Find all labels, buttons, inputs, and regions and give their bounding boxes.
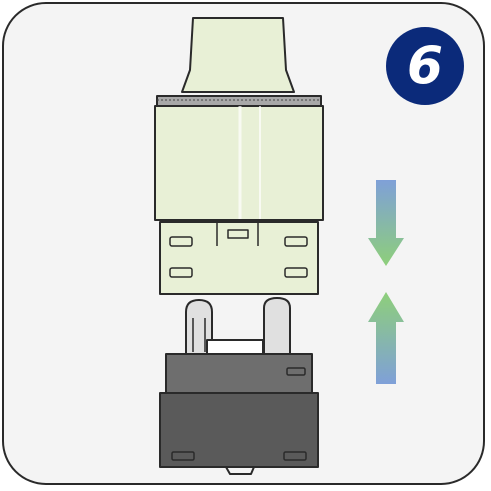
pod-mouthpiece xyxy=(181,17,295,93)
pod-cartridge xyxy=(154,17,324,295)
device-top xyxy=(165,353,313,395)
step-number-badge: 6 xyxy=(386,27,464,105)
up-arrow xyxy=(368,292,404,384)
down-arrow xyxy=(368,180,404,266)
battery-device xyxy=(159,297,319,475)
contact-pin-right xyxy=(263,297,291,355)
pod-collar xyxy=(156,95,322,107)
step-number: 6 xyxy=(406,36,444,96)
